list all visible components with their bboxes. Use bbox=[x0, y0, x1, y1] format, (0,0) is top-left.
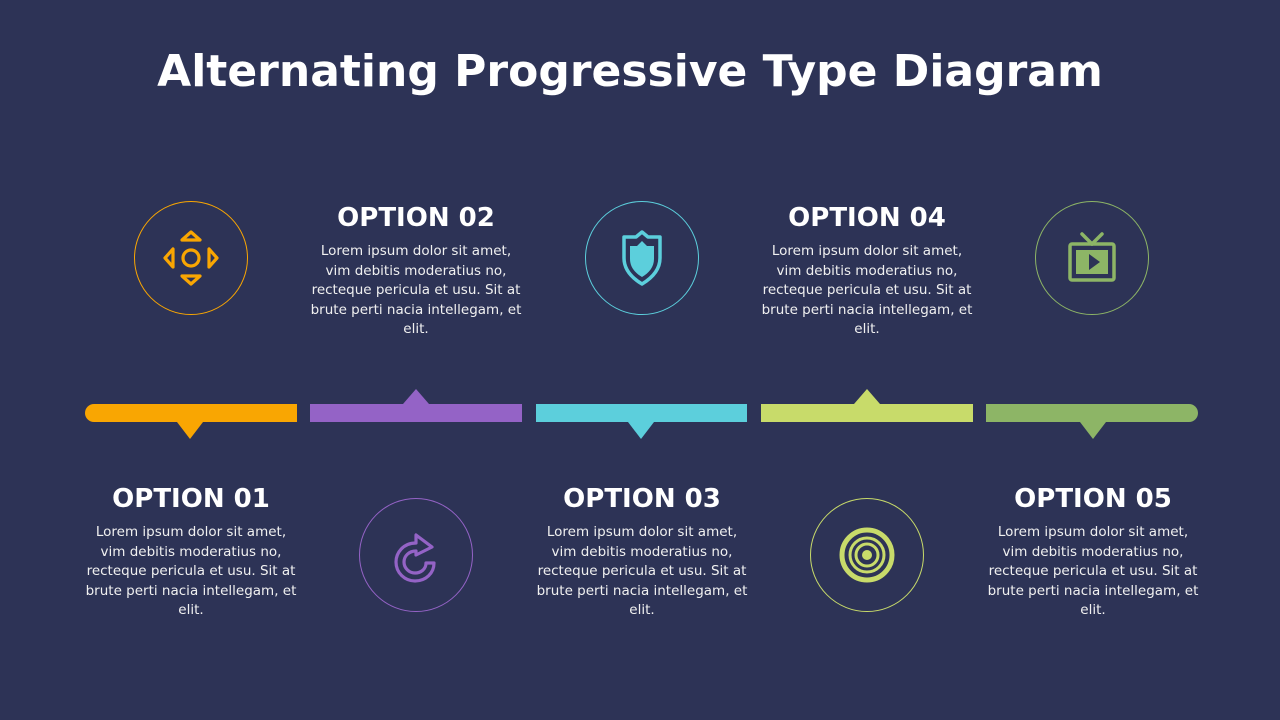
tv-play-icon bbox=[1068, 232, 1116, 282]
pointer-down-1 bbox=[177, 422, 203, 439]
pointer-down-3 bbox=[628, 422, 654, 439]
option-block-4: OPTION 04 Lorem ipsum dolor sit amet, vi… bbox=[747, 202, 987, 340]
option-text-3: Lorem ipsum dolor sit amet, vim debitis … bbox=[536, 524, 748, 618]
timeline-segment-4 bbox=[761, 404, 973, 422]
pointer-down-5 bbox=[1080, 422, 1106, 439]
option-block-1: OPTION 01 Lorem ipsum dolor sit amet, vi… bbox=[71, 483, 311, 621]
shield-icon bbox=[622, 230, 662, 286]
option-text-5: Lorem ipsum dolor sit amet, vim debitis … bbox=[987, 524, 1199, 618]
option-block-2: OPTION 02 Lorem ipsum dolor sit amet, vi… bbox=[296, 202, 536, 340]
option-title-3: OPTION 03 bbox=[563, 484, 721, 514]
option-block-5: OPTION 05 Lorem ipsum dolor sit amet, vi… bbox=[973, 483, 1213, 621]
page-title: Alternating Progressive Type Diagram bbox=[157, 46, 1103, 97]
redo-arrow-icon bbox=[394, 533, 436, 583]
timeline-segment-1 bbox=[85, 404, 297, 422]
timeline-segment-5 bbox=[986, 404, 1198, 422]
icon-circle-4 bbox=[810, 498, 924, 612]
option-text-2: Lorem ipsum dolor sit amet, vim debitis … bbox=[310, 243, 522, 337]
gamepad-arrows-icon bbox=[163, 230, 219, 286]
pointer-up-4 bbox=[854, 389, 880, 404]
timeline-segment-3 bbox=[536, 404, 747, 422]
option-block-3: OPTION 03 Lorem ipsum dolor sit amet, vi… bbox=[522, 483, 762, 621]
option-title-5: OPTION 05 bbox=[1014, 484, 1172, 514]
icon-circle-3 bbox=[585, 201, 699, 315]
pointer-up-2 bbox=[403, 389, 429, 404]
option-text-1: Lorem ipsum dolor sit amet, vim debitis … bbox=[85, 524, 297, 618]
option-text-4: Lorem ipsum dolor sit amet, vim debitis … bbox=[761, 243, 973, 337]
icon-circle-1 bbox=[134, 201, 248, 315]
icon-circle-5 bbox=[1035, 201, 1149, 315]
timeline-segment-2 bbox=[310, 404, 522, 422]
option-title-2: OPTION 02 bbox=[337, 203, 495, 233]
icon-circle-2 bbox=[359, 498, 473, 612]
target-icon bbox=[839, 527, 895, 583]
option-title-1: OPTION 01 bbox=[112, 484, 270, 514]
option-title-4: OPTION 04 bbox=[788, 203, 946, 233]
